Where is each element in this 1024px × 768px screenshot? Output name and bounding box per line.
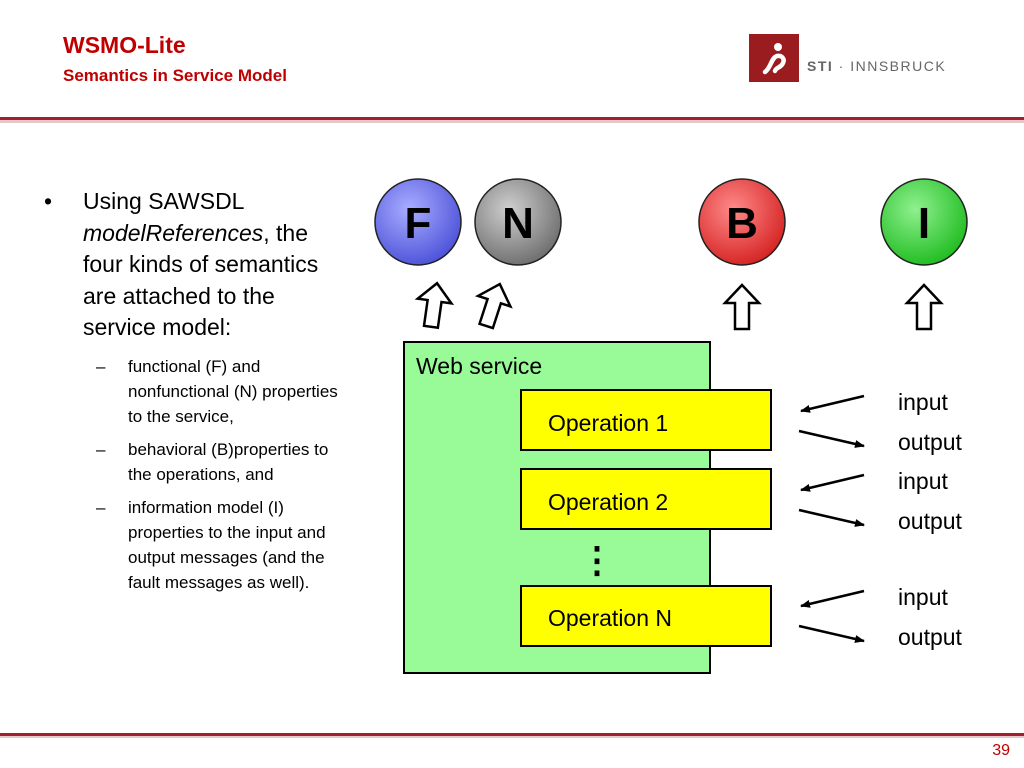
circle-n-label: N [502,199,534,248]
output-arrow-n-icon [798,624,865,643]
operation-1-label: Operation 1 [548,410,668,436]
slide-title: WSMO-Lite [63,32,186,58]
main-bullet-text-2: , the four kinds of semantics are attach… [83,219,319,341]
footer-divider [0,733,1024,736]
sub-bullet-functional: – functional (F) and nonfunctional (N) p… [44,354,353,429]
output-label-1: output [898,429,963,455]
operation-2-label: Operation 2 [548,489,668,515]
main-bullet: • Using SAWSDL modelReferences, the four … [44,186,344,344]
web-service-label: Web service [416,353,542,379]
circle-b-label: B [726,199,758,248]
circle-n: N [474,178,562,266]
input-label-2: input [898,468,948,494]
header-divider [0,117,1024,120]
sub-bullet-text: information model (I) properties to the … [128,497,326,592]
up-arrow-i-icon [904,283,944,331]
input-label-1: input [898,389,948,415]
logo-innsbruck: INNSBRUCK [850,58,947,74]
sti-logo-icon [749,34,799,82]
sub-bullet-list: – functional (F) and nonfunctional (N) p… [44,354,344,595]
bullet-list: • Using SAWSDL modelReferences, the four … [44,186,344,603]
main-bullet-italic: modelReferences [83,219,264,246]
output-arrow-1-icon [798,429,865,448]
dash-marker: – [96,356,106,376]
circle-i-label: I [918,199,930,248]
header-divider-shadow [0,120,1024,123]
operations-ellipsis: ⋮ [579,539,615,580]
circle-f-label: F [405,199,432,248]
sub-bullet-information-model: – information model (I) properties to th… [44,495,353,595]
input-arrow-1-icon [800,394,865,413]
footer-divider-shadow [0,736,1024,738]
output-label-2: output [898,508,963,534]
up-arrow-b-icon [722,283,762,331]
dash-marker: – [96,439,106,459]
circle-b: B [698,178,786,266]
bullet-dot: • [44,188,53,214]
slide-subtitle: Semantics in Service Model [63,66,287,85]
sub-bullet-behavioral: – behavioral (B)properties to the operat… [44,437,353,487]
logo-separator: · [833,58,851,74]
up-arrow-f-icon [414,281,455,330]
sub-bullet-text: functional (F) and nonfunctional (N) pro… [128,356,338,426]
operation-n-box: Operation N [520,585,772,647]
dash-marker: – [96,497,106,517]
logo-sti: STI [807,58,834,74]
circle-f: F [374,178,462,266]
operation-2-box: Operation 2 [520,468,772,530]
page-number: 39 [992,742,1010,759]
output-arrow-2-icon [798,508,865,527]
main-bullet-text-1: Using SAWSDL [83,188,244,214]
circle-i: I [880,178,968,266]
up-arrow-n-icon [474,282,513,330]
operation-1-box: Operation 1 [520,389,772,451]
input-arrow-2-icon [800,473,865,492]
sub-bullet-text: behavioral (B)properties to the operatio… [128,439,329,484]
input-arrow-n-icon [800,589,865,608]
operation-n-label: Operation N [548,605,672,631]
logo-text: STI · INNSBRUCK [807,58,946,74]
input-label-n: input [898,584,948,610]
output-label-n: output [898,624,963,650]
sti-innsbruck-logo: STI · INNSBRUCK [749,34,969,84]
